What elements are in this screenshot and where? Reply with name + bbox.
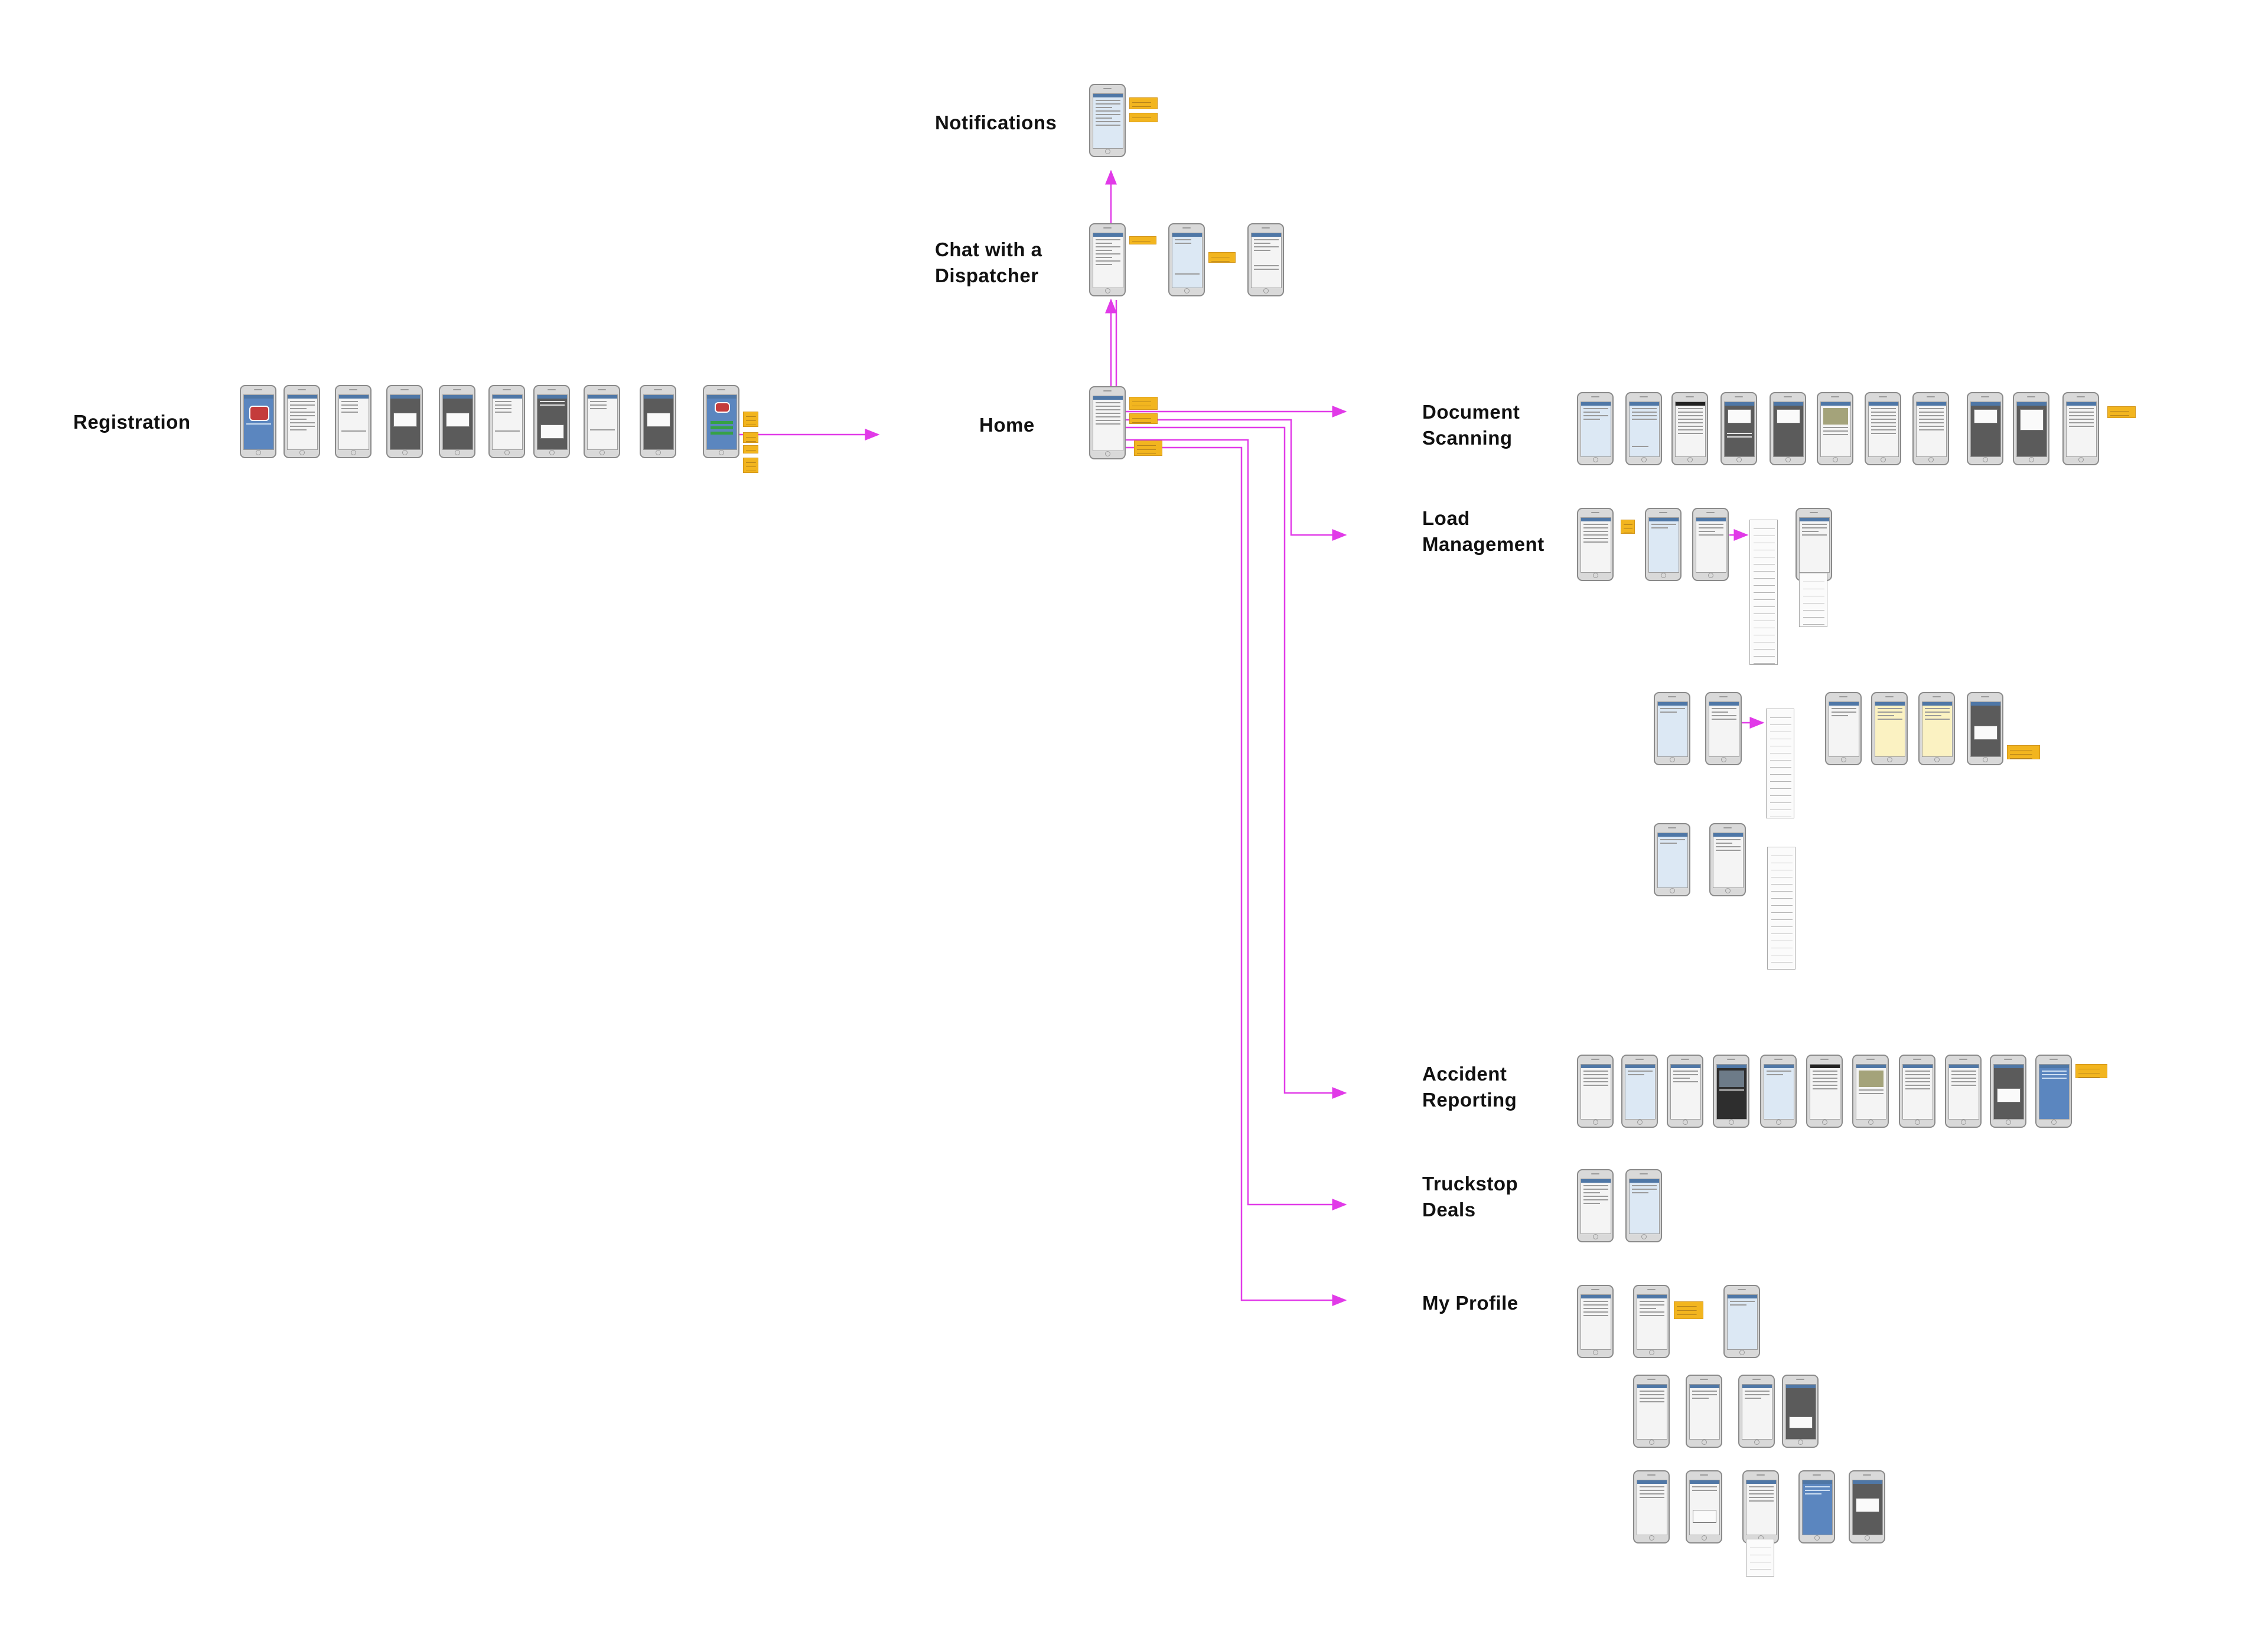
sticky-note (1134, 440, 1162, 456)
connector-home-to-my-profile (1120, 448, 1345, 1300)
phone-mockup[interactable] (1654, 692, 1690, 765)
phone-mockup[interactable] (1709, 823, 1746, 896)
phone-mockup[interactable] (703, 385, 739, 458)
phone-mockup[interactable] (1577, 1169, 1614, 1242)
sticky-note (743, 412, 758, 427)
phone-mockup[interactable] (1849, 1470, 1885, 1543)
phone-mockup[interactable] (1089, 223, 1126, 296)
phone-mockup[interactable] (1686, 1470, 1722, 1543)
sticky-note (743, 445, 758, 453)
sticky-note (1129, 413, 1158, 424)
connector-home-to-accident-reporting (1125, 427, 1345, 1093)
phone-mockup[interactable] (1713, 1055, 1749, 1128)
phone-mockup[interactable] (1621, 1055, 1658, 1128)
sticky-note (743, 432, 758, 443)
phone-mockup[interactable] (1899, 1055, 1935, 1128)
phone-mockup[interactable] (1825, 692, 1862, 765)
sticky-note (743, 458, 758, 473)
phone-mockup[interactable] (1852, 1055, 1889, 1128)
phone-mockup[interactable] (2013, 392, 2049, 465)
phone-mockup[interactable] (1667, 1055, 1703, 1128)
sticky-note (1674, 1301, 1703, 1319)
sticky-note (2075, 1064, 2107, 1078)
sticky-note (1208, 252, 1236, 263)
sticky-note (1129, 236, 1156, 244)
phone-mockup[interactable] (1671, 392, 1708, 465)
phone-mockup[interactable] (1760, 1055, 1797, 1128)
phone-mockup[interactable] (533, 385, 570, 458)
phone-mockup[interactable] (439, 385, 475, 458)
phone-mockup[interactable] (1738, 1375, 1775, 1448)
connector-home-to-truckstop-deals (1120, 440, 1345, 1205)
phone-mockup[interactable] (1798, 1470, 1835, 1543)
phone-mockup[interactable] (640, 385, 676, 458)
phone-mockup[interactable] (1705, 692, 1742, 765)
phone-mockup[interactable] (1795, 508, 1832, 581)
phone-mockup[interactable] (1577, 1055, 1614, 1128)
phone-mockup[interactable] (1625, 1169, 1662, 1242)
long-page-mockup (1799, 573, 1827, 627)
sticky-note (1621, 520, 1635, 534)
phone-mockup[interactable] (240, 385, 276, 458)
long-page-mockup (1746, 1539, 1774, 1577)
phone-mockup[interactable] (1168, 223, 1205, 296)
phone-mockup[interactable] (2035, 1055, 2072, 1128)
phone-mockup[interactable] (1782, 1375, 1819, 1448)
phone-mockup[interactable] (1720, 392, 1757, 465)
phone-mockup[interactable] (1990, 1055, 2026, 1128)
long-page-mockup (1749, 520, 1778, 665)
phone-mockup[interactable] (1625, 392, 1662, 465)
phone-mockup[interactable] (1686, 1375, 1722, 1448)
sticky-note (2107, 406, 2136, 418)
phone-mockup[interactable] (1645, 508, 1682, 581)
phone-mockup[interactable] (335, 385, 372, 458)
phone-mockup[interactable] (1577, 392, 1614, 465)
phone-mockup[interactable] (584, 385, 620, 458)
phone-mockup[interactable] (386, 385, 423, 458)
phone-mockup[interactable] (1817, 392, 1853, 465)
phone-mockup[interactable] (1865, 392, 1901, 465)
phone-mockup[interactable] (1633, 1470, 1670, 1543)
phone-mockup[interactable] (1967, 692, 2003, 765)
phone-mockup[interactable] (1633, 1285, 1670, 1358)
sticky-note (1129, 113, 1158, 122)
connector-home-to-load-management (1125, 420, 1345, 535)
phone-mockup[interactable] (1247, 223, 1284, 296)
phone-mockup[interactable] (1692, 508, 1729, 581)
long-page-mockup (1767, 847, 1795, 970)
phone-mockup[interactable] (1806, 1055, 1843, 1128)
phone-mockup[interactable] (1633, 1375, 1670, 1448)
sticky-note (2007, 745, 2040, 759)
phone-mockup[interactable] (1912, 392, 1949, 465)
phone-mockup[interactable] (2062, 392, 2099, 465)
phone-mockup[interactable] (1742, 1470, 1779, 1543)
phone-mockup[interactable] (1918, 692, 1955, 765)
phone-mockup[interactable] (1654, 823, 1690, 896)
phone-mockup[interactable] (488, 385, 525, 458)
phone-mockup[interactable] (1723, 1285, 1760, 1358)
phone-mockup[interactable] (1871, 692, 1908, 765)
phone-mockup[interactable] (1089, 386, 1126, 459)
sticky-note (1129, 97, 1158, 109)
phone-mockup[interactable] (1577, 1285, 1614, 1358)
phone-mockup[interactable] (1945, 1055, 1982, 1128)
phone-mockup[interactable] (1089, 84, 1126, 157)
phone-mockup[interactable] (284, 385, 320, 458)
phone-mockup[interactable] (1770, 392, 1806, 465)
long-page-mockup (1766, 709, 1794, 818)
sticky-note (1129, 397, 1158, 410)
phone-mockup[interactable] (1967, 392, 2003, 465)
phone-mockup[interactable] (1577, 508, 1614, 581)
